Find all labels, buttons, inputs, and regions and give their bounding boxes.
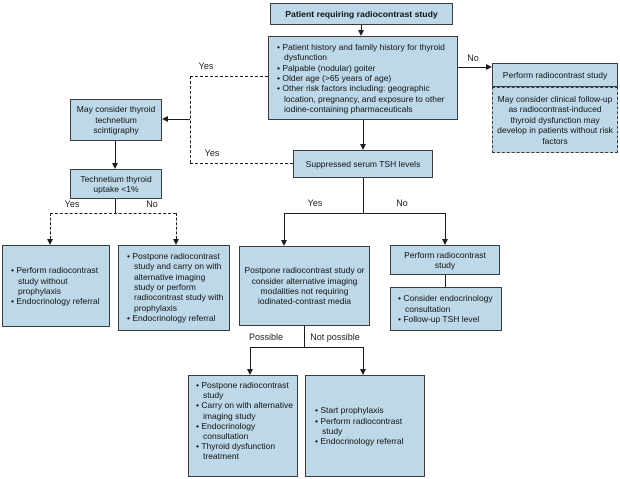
edge-tsh-yes-dashed xyxy=(190,163,293,164)
arrow-down-icon xyxy=(360,144,366,150)
risk-factors-node: Patient history and family history for t… xyxy=(268,36,458,120)
endo-followup-list: Consider endocrinology consultation Foll… xyxy=(398,293,499,324)
prophylaxis-path-node: Start prophylaxis Perform radiocontrast … xyxy=(305,375,425,477)
edge-scint-to-uptake xyxy=(115,141,116,163)
arrow-down-icon xyxy=(112,163,118,169)
list-item: Other risk factors including: geographic… xyxy=(277,83,454,114)
technetium-uptake-label: Technetium thyroid uptake <1% xyxy=(80,173,152,194)
edge-alt-split xyxy=(250,347,363,348)
prophylaxis-path-list: Start prophylaxis Perform radiocontrast … xyxy=(315,405,422,446)
list-item: Carry on with alternative imaging study xyxy=(196,400,295,420)
edge-uptake-yes-branch xyxy=(50,213,51,239)
technetium-uptake-node: Technetium thyroid uptake <1% xyxy=(70,169,162,199)
arrow-down-icon xyxy=(173,239,179,245)
edge-dashed-vertical xyxy=(190,76,191,163)
edge-label-tsh-no: No xyxy=(396,198,408,208)
list-item: Perform radiocontrast study xyxy=(315,416,422,437)
postpone-with-prophylaxis-list: Postpone radiocontrast study and carry o… xyxy=(127,251,227,324)
list-item: Patient history and family history for t… xyxy=(277,42,454,63)
start-node-label: Patient requiring radiocontrast study xyxy=(285,8,438,19)
arrow-down-icon xyxy=(360,369,366,375)
start-node: Patient requiring radiocontrast study xyxy=(270,3,453,25)
edge-label-uptake-yes: Yes xyxy=(64,199,80,209)
arrow-left-icon xyxy=(162,116,168,122)
list-item: Endocrinology referral xyxy=(11,296,107,306)
risk-factors-list: Patient history and family history for t… xyxy=(277,42,454,115)
perform-study-no-risk-node: Perform radiocontrast study xyxy=(492,63,618,87)
edge-perform-to-endo xyxy=(445,275,446,287)
edge-label-yes-tsh-to-scint: Yes xyxy=(204,148,220,158)
edge-not-possible-branch xyxy=(363,347,364,369)
suppressed-tsh-node: Suppressed serum TSH levels xyxy=(293,150,433,178)
edge-start-to-risk xyxy=(361,25,362,31)
edge-label-no-risk: No xyxy=(467,53,479,63)
edge-risk-to-tsh xyxy=(363,120,364,144)
edge-possible-branch xyxy=(250,347,251,369)
arrow-down-icon xyxy=(47,239,53,245)
list-item: Thyroid dysfunction treatment xyxy=(196,441,295,461)
perform-no-prophylaxis-list: Perform radiocontrast study without prop… xyxy=(11,265,107,306)
edge-risk-yes-dashed xyxy=(190,76,268,77)
edge-label-possible: Possible xyxy=(248,332,284,342)
clinical-followup-note-label: May consider clinical follow-up as radio… xyxy=(497,94,613,146)
edge-uptake-split xyxy=(50,213,176,214)
arrow-down-icon xyxy=(281,240,287,246)
edge-label-uptake-no: No xyxy=(146,199,158,209)
list-item: Postpone radiocontrast study xyxy=(196,380,295,400)
edge-label-not-possible: Not possible xyxy=(310,332,360,342)
list-item: Endocrinology referral xyxy=(127,313,227,323)
list-item: Perform radiocontrast study without prop… xyxy=(11,265,107,296)
scintigraphy-node: May consider thyroid technetium scintigr… xyxy=(70,99,162,141)
arrow-right-icon xyxy=(486,64,492,70)
postpone-treatment-list: Postpone radiocontrast study Carry on wi… xyxy=(196,380,295,462)
perform-study-no-tsh-node: Perform radiocontrast study xyxy=(390,245,500,275)
list-item: Endocrinology referral xyxy=(315,436,422,446)
postpone-with-prophylaxis-node: Postpone radiocontrast study and carry o… xyxy=(118,245,230,331)
scintigraphy-label: May consider thyroid technetium scintigr… xyxy=(76,104,156,136)
clinical-followup-note-node: May consider clinical follow-up as radio… xyxy=(492,87,618,153)
edge-tsh-no-branch xyxy=(445,213,446,239)
postpone-alternative-label: Postpone radiocontrast study or consider… xyxy=(244,265,365,307)
edge-tsh-stub xyxy=(363,178,364,213)
list-item: Older age (>65 years of age) xyxy=(277,73,454,83)
postpone-alternative-node: Postpone radiocontrast study or consider… xyxy=(239,246,370,326)
list-item: Endocrinology consultation xyxy=(196,421,295,441)
endo-followup-node: Consider endocrinology consultation Foll… xyxy=(390,287,502,331)
edge-alt-stub xyxy=(304,326,305,347)
arrow-down-icon xyxy=(442,239,448,245)
perform-no-prophylaxis-node: Perform radiocontrast study without prop… xyxy=(2,245,110,327)
list-item: Palpable (nodular) goiter xyxy=(277,63,454,73)
edge-label-yes-risk: Yes xyxy=(198,61,214,71)
edge-label-tsh-yes: Yes xyxy=(307,198,323,208)
arrow-down-icon xyxy=(358,30,364,36)
edge-to-scintigraphy xyxy=(168,119,190,120)
edge-uptake-stub xyxy=(115,199,116,213)
list-item: Postpone radiocontrast study and carry o… xyxy=(127,251,227,313)
edge-tsh-split xyxy=(284,213,445,214)
list-item: Consider endocrinology consultation xyxy=(398,293,499,314)
edge-risk-to-perform xyxy=(458,67,486,68)
arrow-down-icon xyxy=(247,369,253,375)
postpone-treatment-node: Postpone radiocontrast study Carry on wi… xyxy=(188,375,298,477)
suppressed-tsh-label: Suppressed serum TSH levels xyxy=(305,158,421,169)
edge-uptake-no-branch xyxy=(176,213,177,239)
perform-study-no-tsh-label: Perform radiocontrast study xyxy=(404,249,486,270)
perform-study-no-risk-label: Perform radiocontrast study xyxy=(502,69,608,80)
list-item: Follow-up TSH level xyxy=(398,314,499,324)
edge-tsh-yes-branch xyxy=(284,213,285,240)
list-item: Start prophylaxis xyxy=(315,405,422,415)
